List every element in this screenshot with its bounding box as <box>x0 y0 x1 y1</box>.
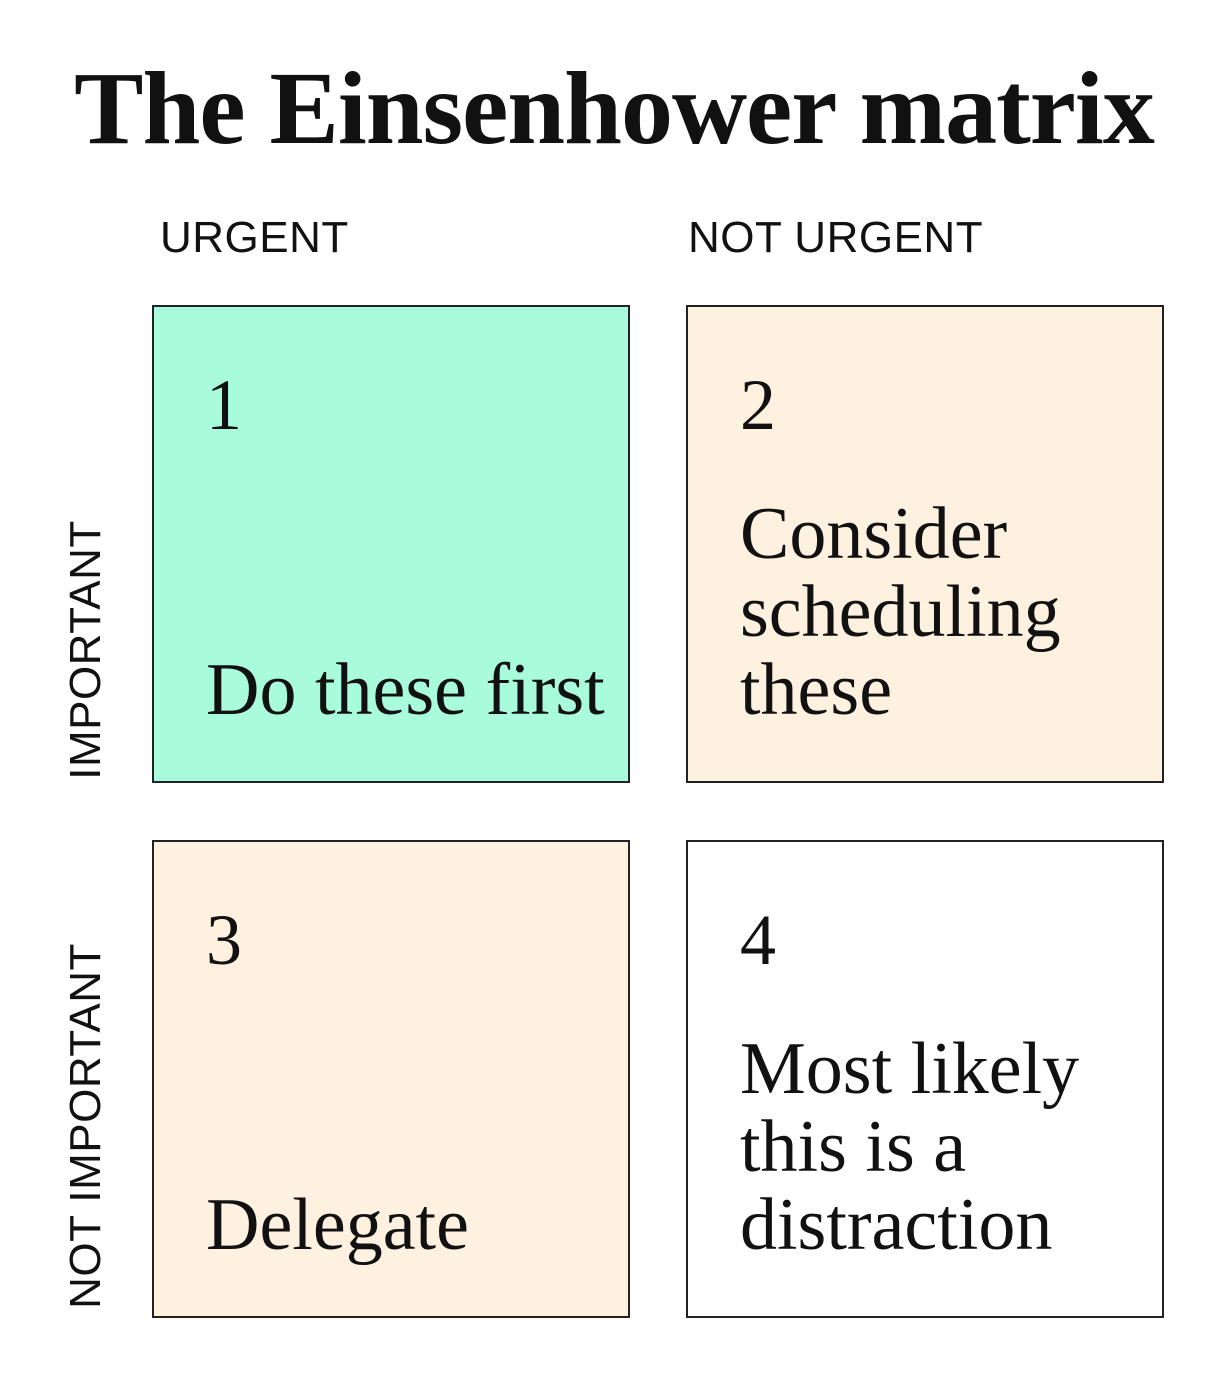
row-label-important: IMPORTANT <box>61 520 110 780</box>
column-label-urgent: URGENT <box>160 213 349 262</box>
quadrant-text: Delegate <box>206 1184 469 1266</box>
quadrant-text: Most likely this is a distraction <box>740 1028 1080 1266</box>
quadrant-3: 3 Delegate <box>152 840 630 1318</box>
page-title: The Einsenhower matrix <box>74 51 1155 166</box>
quadrant-text: Consider scheduling these <box>740 493 1061 731</box>
quadrant-text: Do these first <box>206 649 605 731</box>
quadrant-4: 4 Most likely this is a distraction <box>686 840 1164 1318</box>
quadrant-1: 1 Do these first <box>152 305 630 783</box>
quadrant-number: 2 <box>740 365 776 445</box>
quadrant-number: 4 <box>740 900 776 980</box>
row-label-not-important: NOT IMPORTANT <box>61 943 110 1309</box>
quadrant-2: 2 Consider scheduling these <box>686 305 1164 783</box>
quadrant-number: 1 <box>206 365 242 445</box>
quadrant-number: 3 <box>206 900 242 980</box>
column-label-not-urgent: NOT URGENT <box>688 213 984 262</box>
